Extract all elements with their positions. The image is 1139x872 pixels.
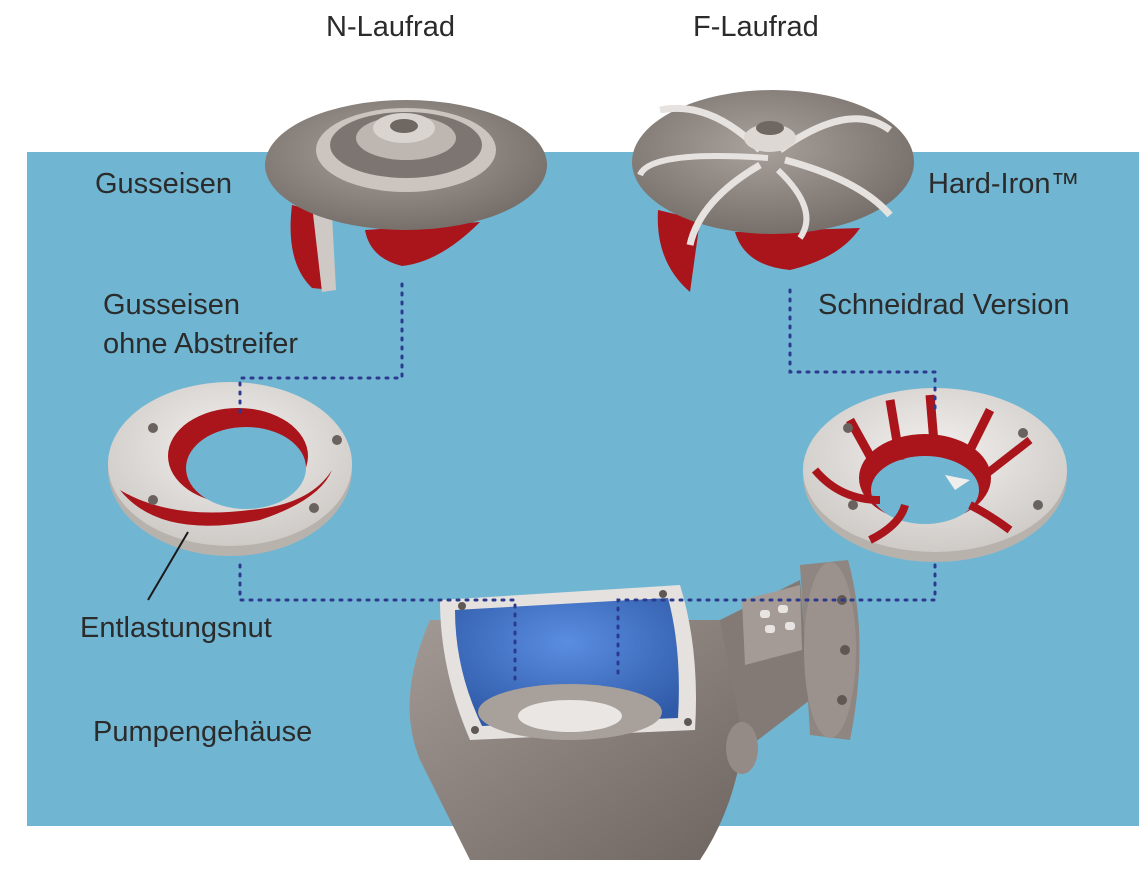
label-cast-iron-no-scraper-2: ohne Abstreifer: [103, 330, 298, 359]
label-n-impeller: N-Laufrad: [326, 13, 455, 42]
wear-plate-right: [803, 388, 1067, 562]
n-impeller: [265, 100, 547, 292]
f-impeller: [632, 90, 914, 292]
label-hard-iron: Hard-Iron™: [928, 170, 1080, 199]
pump-housing: [410, 560, 860, 860]
wear-plate-left: [108, 382, 352, 556]
label-cast-iron: Gusseisen: [95, 170, 232, 199]
label-relief-groove: Entlastungsnut: [80, 614, 272, 643]
label-pump-housing: Pumpengehäuse: [93, 718, 312, 747]
label-cast-iron-no-scraper-1: Gusseisen: [103, 291, 240, 320]
label-cutter-version: Schneidrad Version: [818, 291, 1070, 320]
label-f-impeller: F-Laufrad: [693, 13, 819, 42]
